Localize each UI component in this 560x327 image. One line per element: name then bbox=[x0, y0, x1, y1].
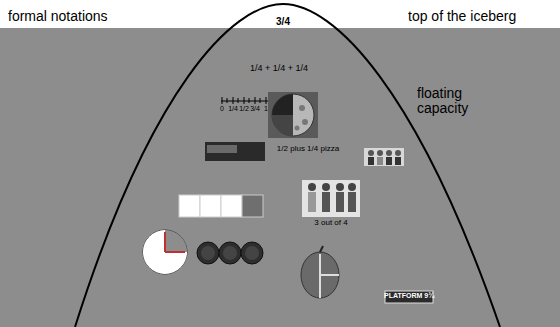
tick-label: 0 bbox=[220, 105, 224, 113]
sign-text: PLATFORM 9¾ bbox=[384, 292, 434, 300]
corner-caption: formal notations bbox=[8, 9, 108, 24]
people-picture bbox=[364, 148, 404, 166]
iceberg-body bbox=[75, 4, 500, 327]
tick-label: 1/4 bbox=[228, 105, 238, 113]
corner-caption: top of the iceberg bbox=[408, 9, 516, 24]
tip-fraction: 3/4 bbox=[276, 16, 290, 27]
picture-caption: 1/2 plus 1/4 pizza bbox=[277, 145, 339, 154]
tick-label: 1 bbox=[264, 105, 268, 113]
chocolate-bar bbox=[205, 142, 265, 161]
tick-label: 1/2 bbox=[239, 105, 249, 113]
side-caption: floating capacity bbox=[417, 86, 497, 117]
tick-label: 3/4 bbox=[250, 105, 260, 113]
fraction-sum: 1/4 + 1/4 + 1/4 bbox=[250, 64, 308, 74]
pizza-picture bbox=[268, 92, 318, 138]
picture-caption: 3 out of 4 bbox=[314, 219, 347, 228]
number-line bbox=[221, 97, 268, 104]
apple-picture bbox=[301, 246, 339, 298]
four-squares bbox=[179, 195, 263, 217]
iceberg-outline bbox=[75, 4, 500, 327]
clock-picture bbox=[143, 230, 187, 274]
children-picture bbox=[302, 180, 360, 217]
iceberg-tip bbox=[185, 4, 381, 28]
coins-picture bbox=[197, 242, 263, 264]
